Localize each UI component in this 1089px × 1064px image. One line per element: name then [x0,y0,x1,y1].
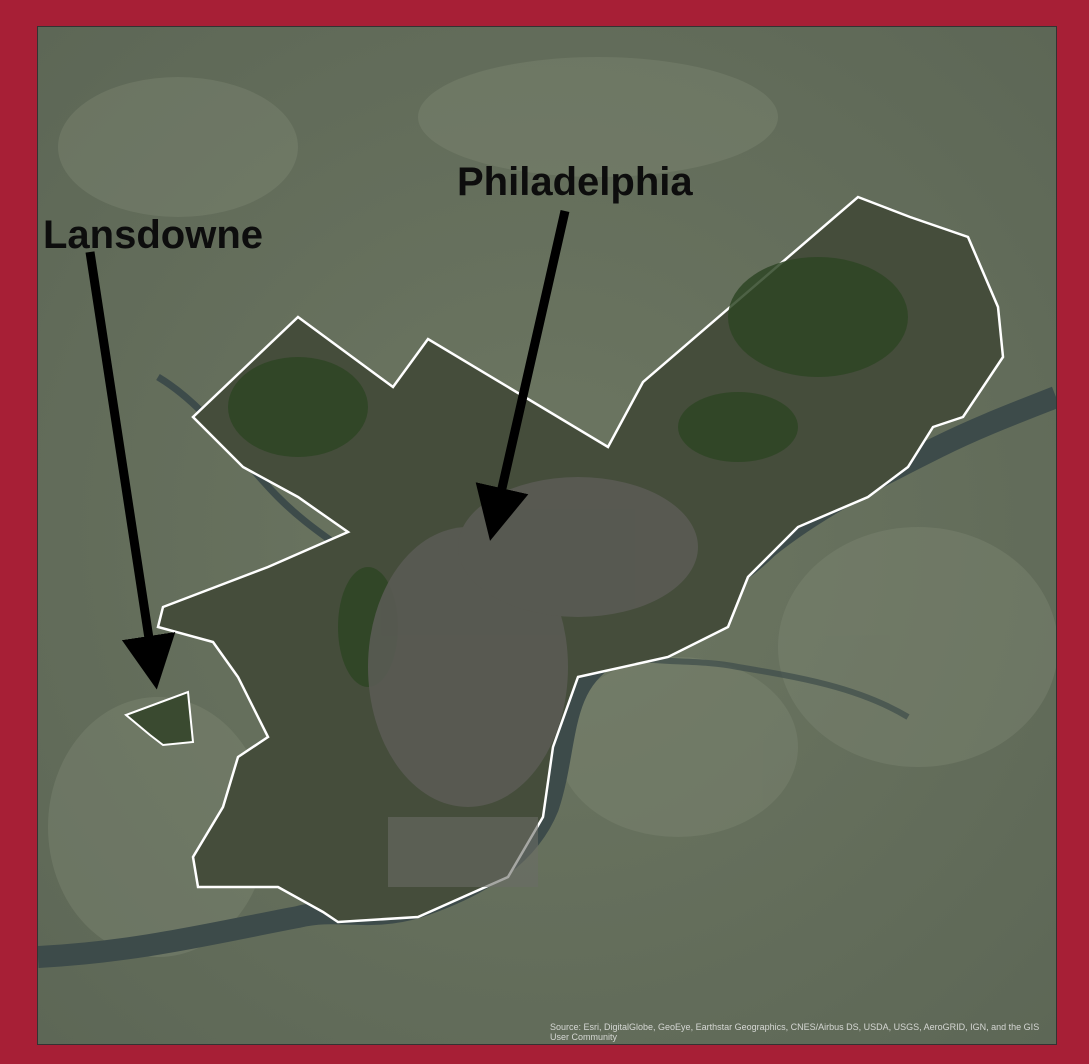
philadelphia-label: Philadelphia [457,160,693,204]
philadelphia-arrow-icon [475,210,570,541]
industrial-area [388,817,538,887]
lansdowne-arrow-icon [85,251,176,690]
map-attribution: Source: Esri, DigitalGlobe, GeoEye, Eart… [550,1022,1040,1042]
lansdowne-label: Lansdowne [43,213,264,257]
suburb-patches [48,57,1056,957]
map-canvas [38,27,1056,1044]
lansdowne-boundary[interactable] [124,690,195,747]
satellite-map[interactable]: Philadelphia Lansdowne Source: Esri, Dig… [37,26,1057,1045]
arrow-icon [85,210,570,690]
